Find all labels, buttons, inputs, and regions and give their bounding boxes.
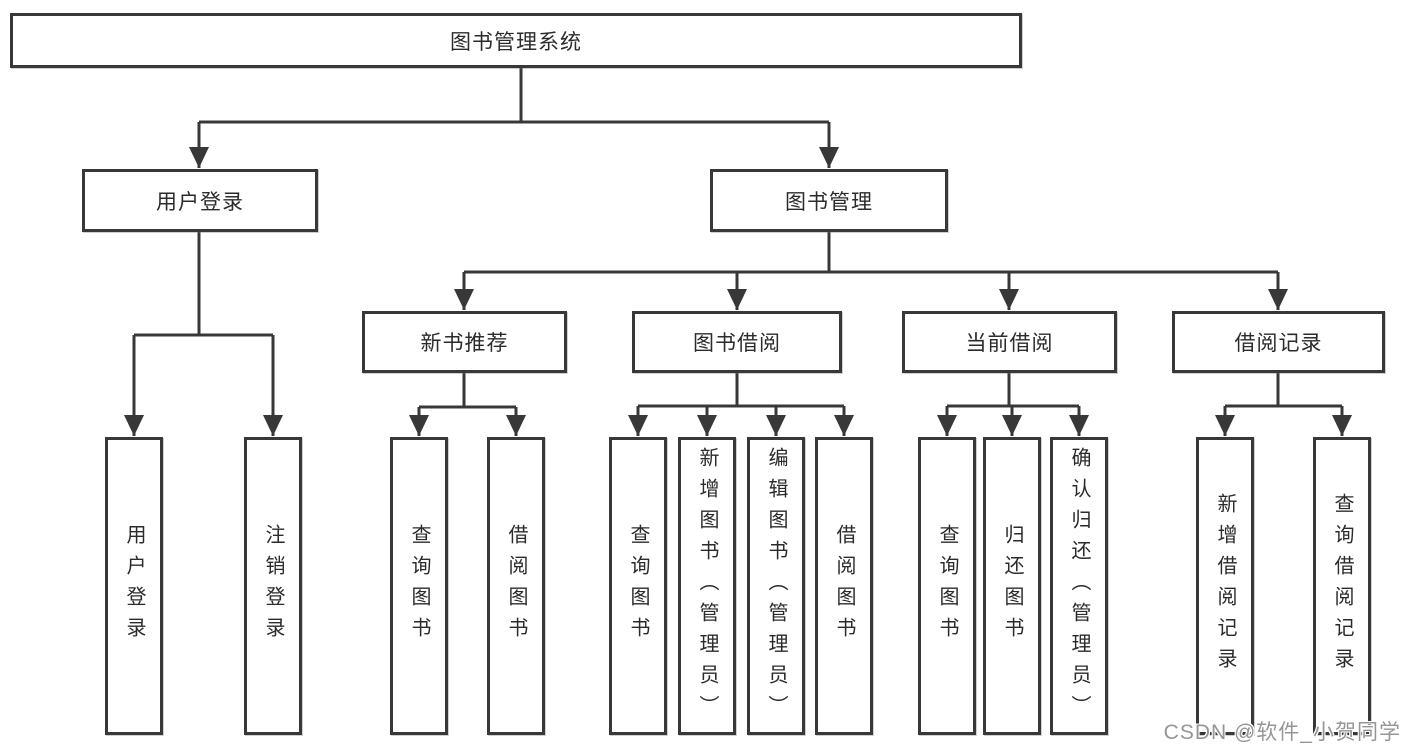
node-leaf-logout: 注销登录 bbox=[244, 437, 302, 735]
connector-book-borrow bbox=[638, 373, 844, 408]
node-current-borrow: 当前借阅 bbox=[902, 311, 1117, 373]
connector-current-borrow bbox=[947, 373, 1079, 408]
node-label: 查询借阅记录 bbox=[1331, 493, 1353, 679]
node-label: 图书管理系统 bbox=[450, 30, 582, 54]
node-leaf-borrow-books: 借阅图书 bbox=[815, 437, 873, 735]
node-label: 新增图书（管理员） bbox=[696, 446, 718, 726]
node-label: 查询图书 bbox=[936, 524, 958, 648]
connector-root bbox=[199, 68, 829, 124]
node-label: 用户登录 bbox=[123, 524, 145, 648]
node-label: 编辑图书（管理员） bbox=[765, 446, 787, 726]
node-label: 借阅记录 bbox=[1234, 332, 1323, 355]
csdn-watermark: CSDN @软件_小贺同学 bbox=[1163, 721, 1401, 744]
connector-borrow-records bbox=[1225, 373, 1342, 408]
node-borrow-records: 借阅记录 bbox=[1172, 311, 1385, 373]
node-label: 图书管理 bbox=[785, 190, 873, 214]
node-user-login: 用户登录 bbox=[82, 169, 318, 232]
node-label: 归还图书 bbox=[1001, 524, 1023, 648]
node-leaf-confirm-return-admin: 确认归还（管理员） bbox=[1050, 437, 1108, 735]
node-leaf-add-borrow-record: 新增借阅记录 bbox=[1196, 437, 1254, 735]
node-leaf-query-borrow-record: 查询借阅记录 bbox=[1313, 437, 1371, 735]
node-leaf-borrow-books: 借阅图书 bbox=[487, 437, 545, 735]
node-book-borrow: 图书借阅 bbox=[632, 311, 842, 373]
node-root-system: 图书管理系统 bbox=[10, 13, 1022, 68]
node-label: 新增借阅记录 bbox=[1214, 493, 1236, 679]
node-label: 借阅图书 bbox=[505, 524, 527, 648]
node-label: 新书推荐 bbox=[420, 332, 509, 355]
node-label: 查询图书 bbox=[627, 524, 649, 648]
node-leaf-query-books: 查询图书 bbox=[609, 437, 667, 735]
node-label: 用户登录 bbox=[156, 190, 244, 214]
node-leaf-query-books: 查询图书 bbox=[918, 437, 976, 735]
node-label: 查询图书 bbox=[408, 524, 430, 648]
node-new-book-recommend: 新书推荐 bbox=[362, 311, 567, 373]
node-label: 图书借阅 bbox=[693, 332, 781, 355]
node-leaf-user-login: 用户登录 bbox=[105, 437, 163, 735]
node-book-management: 图书管理 bbox=[710, 169, 948, 232]
connector-new-book bbox=[419, 373, 516, 409]
node-leaf-edit-books-admin: 编辑图书（管理员） bbox=[747, 437, 805, 735]
node-label: 当前借阅 bbox=[965, 332, 1054, 355]
node-leaf-query-books: 查询图书 bbox=[390, 437, 448, 735]
connector-book-management bbox=[464, 232, 1278, 274]
node-leaf-return-books: 归还图书 bbox=[983, 437, 1041, 735]
node-label: 借阅图书 bbox=[833, 524, 855, 648]
node-leaf-add-books-admin: 新增图书（管理员） bbox=[678, 437, 736, 735]
connector-user-login bbox=[134, 232, 273, 337]
node-label: 注销登录 bbox=[262, 524, 284, 648]
node-label: 确认归还（管理员） bbox=[1068, 446, 1090, 726]
